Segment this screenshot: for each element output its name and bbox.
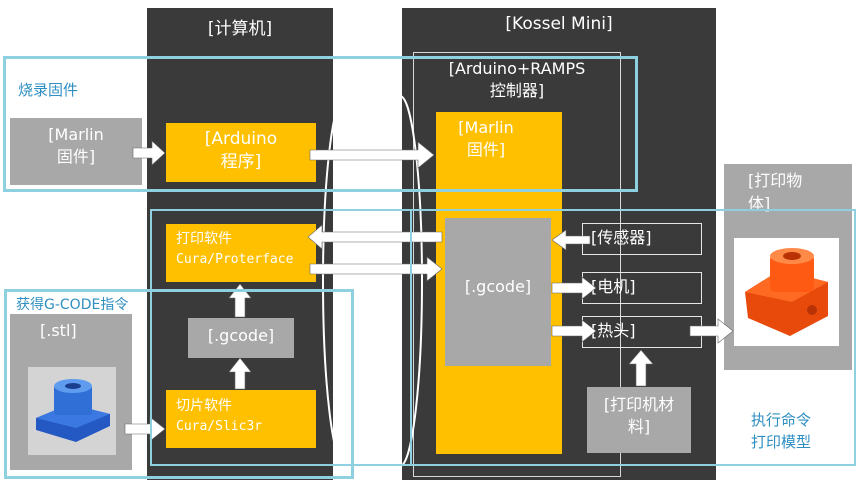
- arrow-hotend-to-object: [689, 318, 734, 344]
- arrow-filament-to-hotend: [628, 349, 654, 387]
- gcode-file-pc: [.gcode]: [188, 318, 294, 358]
- arduino-program-node: [Arduino 程序]: [166, 123, 316, 182]
- marlin-firmware-source: [Marlin 固件]: [10, 118, 142, 185]
- usb-label: [USB]: [334, 109, 380, 128]
- arrow-gcode-to-hotend: [551, 319, 597, 343]
- controller-title-line2: 控制器]: [489, 81, 545, 101]
- arrow-sensor-to-gcode: [551, 229, 591, 251]
- group-execute-print-extension: [150, 209, 412, 286]
- filament-node: [打印机材 料]: [587, 387, 691, 453]
- marlin-firmware-label: [Marlin 固件]: [458, 118, 514, 160]
- stl-label: [.stl]: [40, 321, 77, 340]
- slicer-software-node: 切片软件 Cura/Slic3r: [166, 390, 316, 448]
- arrow-slicer-to-gcode: [228, 357, 252, 390]
- controller-title-line1: [Arduino+RAMPS: [448, 59, 586, 78]
- gcode-file-controller: [.gcode]: [445, 218, 551, 366]
- group-burn-firmware-label: 烧录固件: [18, 81, 79, 99]
- print-software-node: 打印软件 Cura/Proterface: [166, 224, 316, 282]
- arrow-controller-to-printsw: [307, 224, 443, 250]
- arrow-marlin-to-arduino: [132, 140, 166, 166]
- group-execute-print: [150, 209, 856, 466]
- group-execute-print-left: [410, 284, 412, 466]
- computer-title: [计算机]: [207, 19, 273, 39]
- group-get-gcode: [4, 289, 354, 479]
- arrow-arduino-to-marlin: [309, 141, 435, 169]
- group-burn-firmware: [3, 56, 638, 192]
- kossel-title: [Kossel Mini]: [505, 14, 613, 34]
- group-execute-print-label: 执行命令 打印模型: [751, 411, 812, 451]
- arrow-gcode-to-motor: [551, 276, 597, 300]
- controller-title: [Arduino+RAMPS 控制器]: [413, 58, 621, 103]
- arrow-printsw-to-controller: [309, 256, 443, 282]
- group-get-gcode-label: 获得G-CODE指令: [16, 297, 129, 313]
- printed-object-label: [打印物 体]: [748, 171, 803, 214]
